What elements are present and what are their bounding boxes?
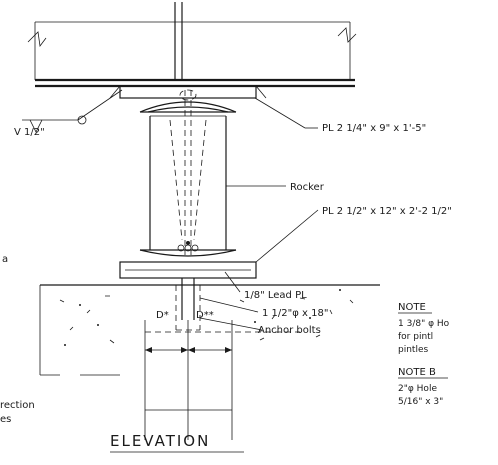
top-plate-label: PL 2 1/4" x 9" x 1'-5" bbox=[322, 123, 426, 134]
note1-line3: pintles bbox=[398, 345, 428, 355]
anchor-bolts-label: Anchor bolts bbox=[258, 325, 321, 336]
note2-line2: 5/16" x 3" bbox=[398, 397, 443, 407]
notes-block: NOTE 1 3/8" φ Ho for pintl pintles NOTE … bbox=[398, 302, 450, 407]
dim-d1-label: D* bbox=[156, 310, 169, 321]
note2-line1: 2"φ Hole bbox=[398, 384, 437, 394]
bottom-plate bbox=[119, 261, 257, 279]
note1-line2: for pintl bbox=[398, 332, 433, 342]
top-plate bbox=[109, 85, 267, 99]
weld-symbol-label: V 1/2" bbox=[14, 127, 45, 138]
dim-d2-label: D** bbox=[196, 310, 214, 321]
lead-plate-label: 1/8" Lead PL bbox=[244, 290, 307, 301]
direction-label: rection bbox=[0, 400, 35, 411]
note2-heading: NOTE B bbox=[398, 367, 436, 378]
left-edge-label: a bbox=[2, 254, 8, 265]
rocker-label: Rocker bbox=[290, 182, 325, 193]
elevation-title: ELEVATION bbox=[110, 432, 210, 450]
bottom-plate-label: PL 2 1/2" x 12" x 2'-2 1/2" bbox=[322, 206, 452, 217]
concrete-pier bbox=[39, 284, 380, 376]
leaders bbox=[22, 89, 319, 331]
direction-label-2: es bbox=[0, 414, 11, 425]
note1-line1: 1 3/8" φ Ho bbox=[398, 319, 450, 329]
rocker bbox=[139, 89, 237, 257]
girder bbox=[27, 2, 357, 88]
dimension-lines bbox=[144, 320, 300, 440]
bolt-size-label: 1 1/2"φ x 18" bbox=[262, 308, 328, 319]
note1-heading: NOTE bbox=[398, 302, 426, 313]
